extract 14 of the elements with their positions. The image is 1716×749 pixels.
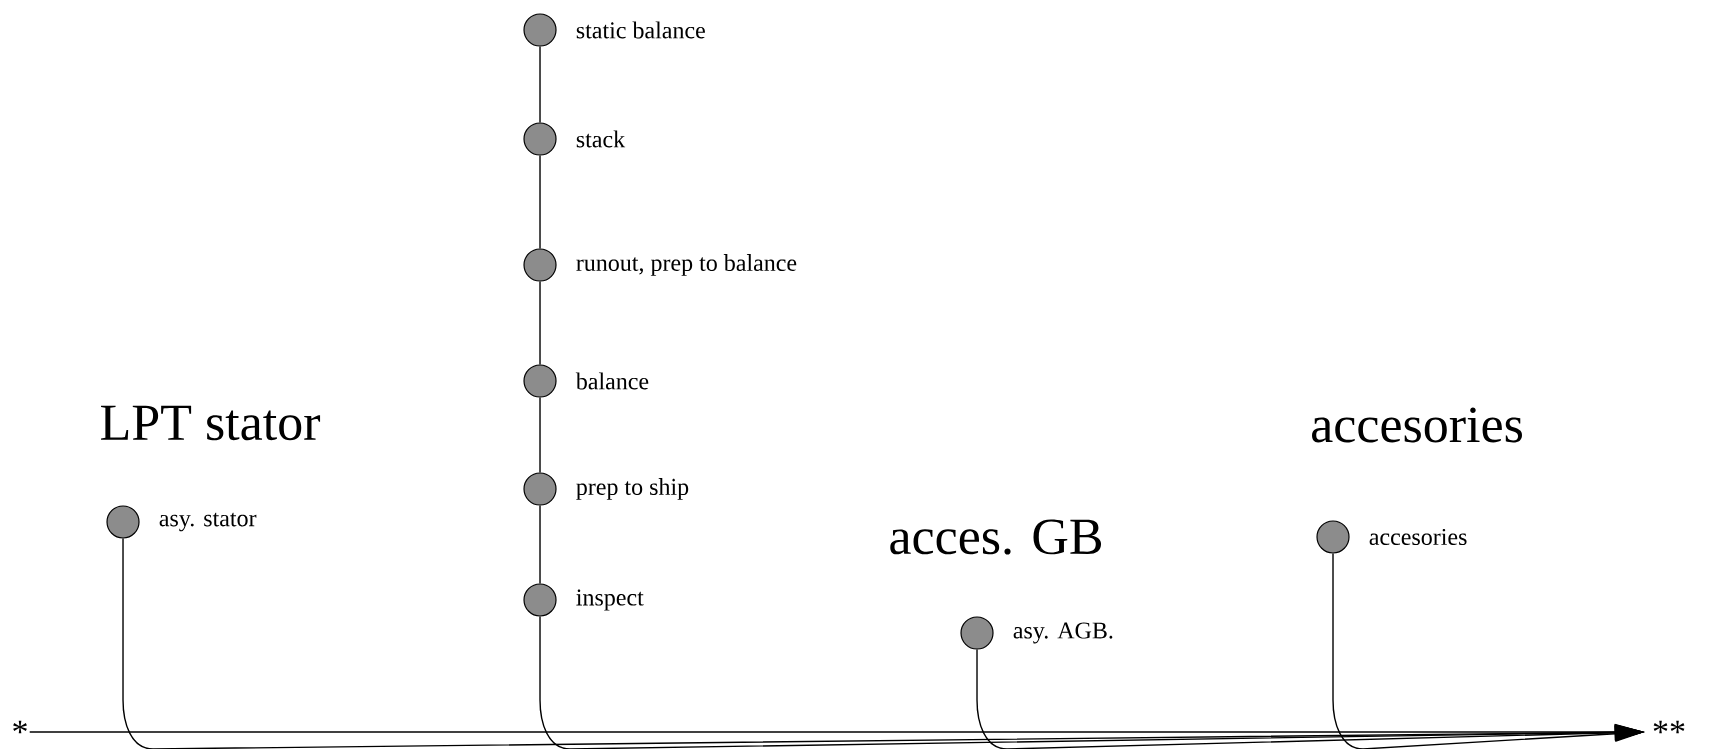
section-heading: accesories (1312, 407, 1522, 443)
step-label: static balance (576, 21, 705, 39)
star-marker: * (13, 720, 27, 734)
section-heading: acces. GB (890, 519, 1102, 555)
step-label: runout, prep to balance (576, 254, 797, 276)
step-label: balance (575, 372, 649, 390)
step-label: asy. stator (159, 512, 257, 532)
step-label: asy. AGB. (1013, 622, 1113, 644)
step-label: accesories (1369, 528, 1467, 546)
step-label: inspect (576, 589, 644, 611)
section-heading: LPT stator (101, 405, 321, 441)
star-marker: ** (1653, 720, 1685, 734)
step-label: stack (576, 130, 626, 148)
step-label: prep to ship (576, 478, 689, 500)
